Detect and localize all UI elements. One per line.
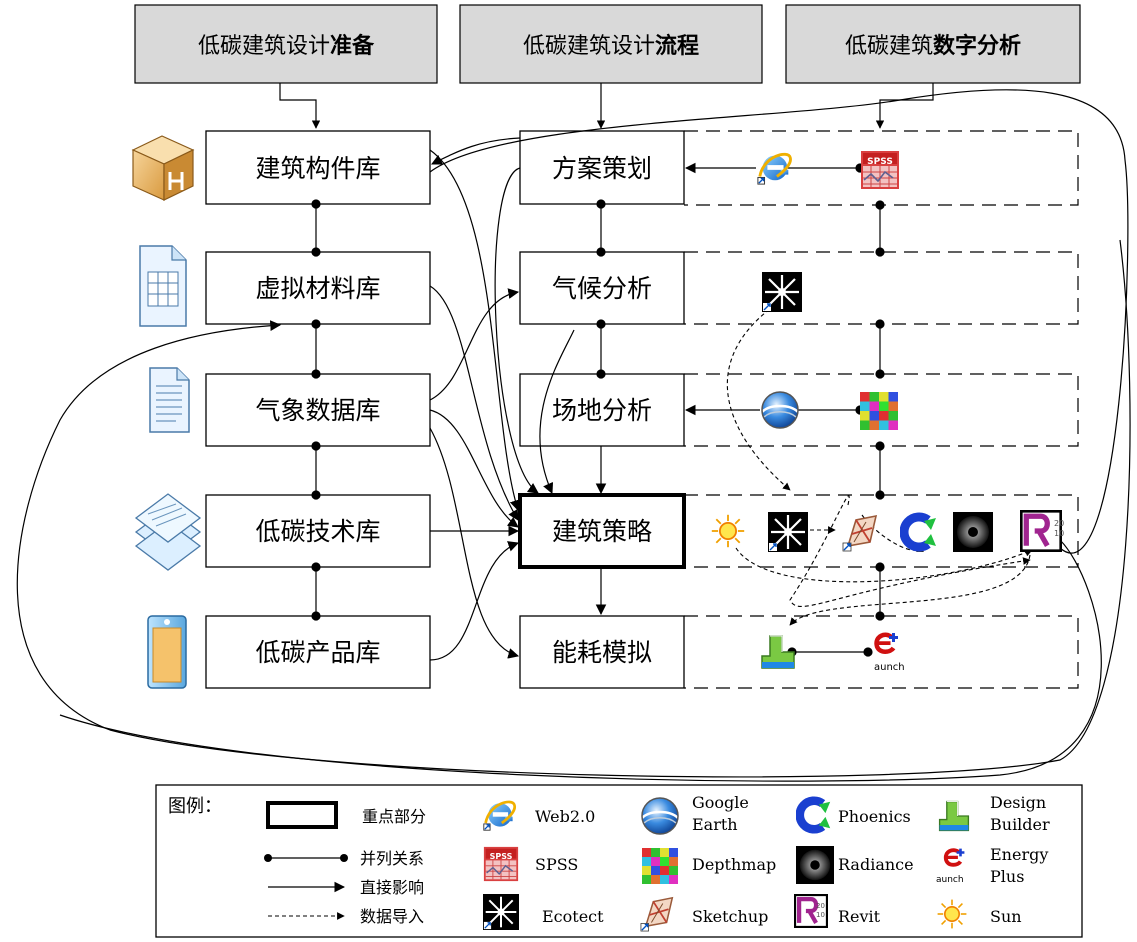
server-icon: [147, 615, 187, 689]
svg-text:aunch: aunch: [874, 662, 905, 673]
legend-energy-label: Energy: [990, 845, 1048, 864]
legend-sketchup-label: Sketchup: [692, 907, 768, 926]
svg-text:SPSS: SPSS: [490, 852, 513, 861]
header-prep-bold: 准备: [330, 33, 375, 59]
energyplus-icon: aunch: [936, 849, 964, 885]
lib-label-tech: 低碳技术库: [255, 517, 380, 546]
legend-focus-label: 重点部分: [362, 807, 426, 826]
svg-text:低碳建筑数字分析: 低碳建筑数字分析: [845, 33, 1021, 59]
legend-builder-label: Builder: [990, 815, 1050, 834]
svg-text:aunch: aunch: [936, 875, 964, 885]
legend-earth-label: Earth: [692, 815, 738, 834]
svg-text:低碳建筑设计流程: 低碳建筑设计流程: [523, 33, 699, 59]
legend-title: 图例：: [168, 796, 222, 817]
design-builder-icon: [761, 635, 795, 669]
loop-to-library-arrow: [431, 137, 521, 165]
legend-direct-label: 直接影响: [360, 878, 424, 897]
text-doc-icon: [149, 367, 190, 433]
proc-label-energy: 能耗模拟: [552, 638, 652, 667]
legend-parallel-swatch: [264, 854, 348, 862]
proc-label-strategy: 建筑策略: [552, 517, 652, 546]
svg-text:20: 20: [1054, 519, 1064, 528]
process-boxes: 方案策划 气候分析 场地分析 建筑策略 能耗模拟: [518, 130, 686, 689]
stacked-docs-icon: [134, 493, 202, 571]
header-digital-bold: 数字分析: [933, 33, 1021, 59]
depthmap-icon: [860, 392, 898, 430]
svg-text:低碳建筑设计准备: 低碳建筑设计准备: [198, 33, 375, 59]
lib-box-components: [205, 130, 431, 205]
header-flow-bold: 流程: [655, 33, 699, 59]
header-connectors: [279, 83, 934, 129]
header-prep: 低碳建筑设计准备: [134, 4, 438, 84]
legend-import-label: 数据导入: [360, 907, 424, 926]
spreadsheet-doc-icon: [139, 245, 187, 327]
lib-label-products: 低碳产品库: [255, 638, 380, 667]
legend-spss-label: SPSS: [535, 855, 578, 874]
ecotect-icon: [768, 512, 808, 552]
depthmap-icon: [642, 848, 678, 884]
sun-icon: [710, 513, 746, 549]
proc-box-climate: [519, 251, 685, 325]
legend-sun-label: Sun: [990, 907, 1022, 926]
google-earth-icon: [640, 796, 680, 836]
proc-box-planning: [519, 130, 685, 205]
svg-text:SPSS: SPSS: [867, 157, 893, 167]
ecotect-icon: [762, 272, 802, 312]
energyplus-icon: aunch: [874, 633, 905, 673]
legend-plus-label: Plus: [990, 867, 1024, 886]
lib-box-products: [205, 615, 431, 689]
proc-label-site: 场地分析: [552, 396, 652, 425]
legend: 图例： 重点部分 并列关系 直接影响 数据导入 Web2.0 SPSS SPSS…: [155, 784, 1083, 938]
legend-ecotect-label: Ecotect: [542, 907, 604, 926]
sun-icon: [936, 898, 968, 930]
header-flow-normal: 低碳建筑设计: [523, 34, 655, 59]
legend-revit-label: Revit: [838, 907, 881, 926]
lib-label-components: 建筑构件库: [255, 154, 380, 183]
lib-label-weather: 气象数据库: [255, 396, 380, 425]
header-digital: 低碳建筑数字分析: [785, 4, 1081, 84]
web-browser-icon: [756, 152, 792, 186]
legend-google-label: Google: [692, 793, 749, 812]
ecotect-icon: [483, 894, 519, 930]
proc-box-strategy: [518, 493, 686, 569]
header-flow: 低碳建筑设计流程: [459, 4, 763, 84]
revit-icon: 20 10: [1021, 511, 1064, 551]
package-icon: [131, 135, 195, 201]
proc-box-energy: [519, 615, 685, 689]
svg-text:20: 20: [816, 902, 825, 910]
header-prep-normal: 低碳建筑设计: [198, 34, 330, 59]
google-earth-icon: [760, 390, 800, 430]
header-digital-normal: 低碳建筑: [845, 34, 933, 59]
radiance-icon: [796, 846, 834, 884]
phoenics-icon: [904, 517, 936, 547]
legend-depthmap-label: Depthmap: [692, 855, 776, 874]
library-boxes: 建筑构件库 虚拟材料库 气象数据库 低碳技术库 低碳产品库: [205, 130, 431, 689]
legend-radiance-label: Radiance: [838, 855, 914, 874]
spss-icon: SPSS: [483, 846, 519, 882]
legend-parallel-label: 并列关系: [360, 849, 424, 868]
sketchup-icon: [842, 515, 877, 552]
svg-text:10: 10: [1054, 529, 1064, 538]
legend-web20-label: Web2.0: [535, 807, 595, 826]
direct-arrows: [16, 89, 1131, 782]
proc-label-planning: 方案策划: [552, 154, 652, 183]
revit-icon: 20 10: [795, 895, 827, 927]
legend-phoenics-label: Phoenics: [838, 807, 911, 826]
legend-focus-swatch: [266, 801, 338, 829]
svg-text:10: 10: [816, 911, 825, 919]
legend-design-label: Design: [990, 793, 1046, 812]
lib-label-materials: 虚拟材料库: [255, 274, 380, 303]
radiance-icon: [953, 512, 993, 552]
proc-label-climate: 气候分析: [552, 274, 652, 303]
spss-icon: SPSS: [860, 150, 900, 190]
